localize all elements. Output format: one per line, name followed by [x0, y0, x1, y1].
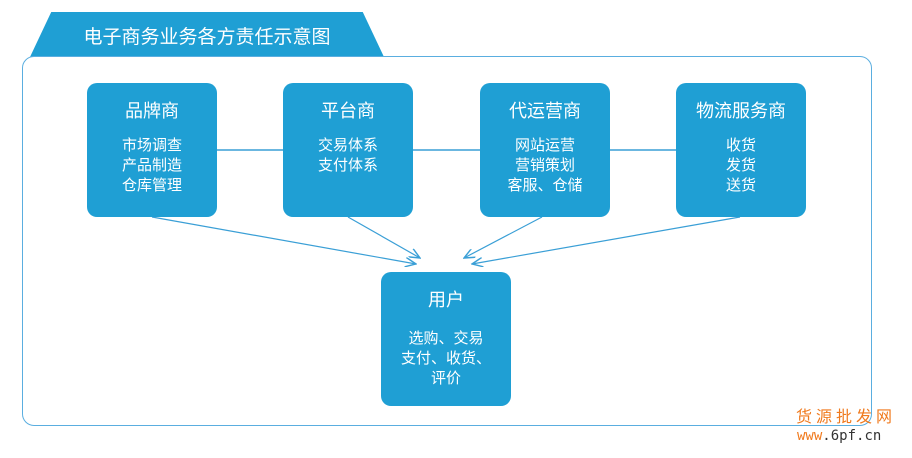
diagram-frame: [22, 56, 872, 426]
node-user: 用户选购、交易 支付、收货、 评价: [381, 272, 511, 406]
watermark-name: 货源批发网: [796, 407, 897, 426]
diagram-title: 电子商务业务各方责任示意图: [83, 26, 331, 48]
node-operator: 代运营商网站运营 营销策划 客服、仓储: [480, 83, 610, 217]
node-title: 代运营商: [509, 101, 581, 122]
node-title: 平台商: [321, 101, 375, 122]
node-desc: 市场调查 产品制造 仓库管理: [121, 136, 182, 194]
node-logistics: 物流服务商收货 发货 送货: [676, 83, 806, 217]
node-desc: 交易体系 支付体系: [317, 136, 378, 174]
arrow-logistics-to-user: [472, 216, 741, 264]
node-title: 品牌商: [125, 101, 179, 122]
node-desc: 收货 发货 送货: [725, 136, 756, 194]
title-banner: 电子商务业务各方责任示意图: [30, 12, 384, 57]
arrow-platform-to-user: [347, 216, 420, 258]
arrow-brand-to-user: [151, 216, 416, 264]
node-title: 物流服务商: [696, 101, 786, 122]
node-brand: 品牌商市场调查 产品制造 仓库管理: [87, 83, 217, 217]
node-title: 用户: [428, 290, 464, 311]
arrow-operator-to-user: [464, 216, 543, 258]
node-desc: 网站运营 营销策划 客服、仓储: [507, 136, 583, 194]
watermark-url: www.6pf.cn: [797, 428, 882, 444]
node-platform: 平台商交易体系 支付体系: [283, 83, 413, 217]
node-desc: 选购、交易 支付、收货、 评价: [400, 329, 491, 387]
